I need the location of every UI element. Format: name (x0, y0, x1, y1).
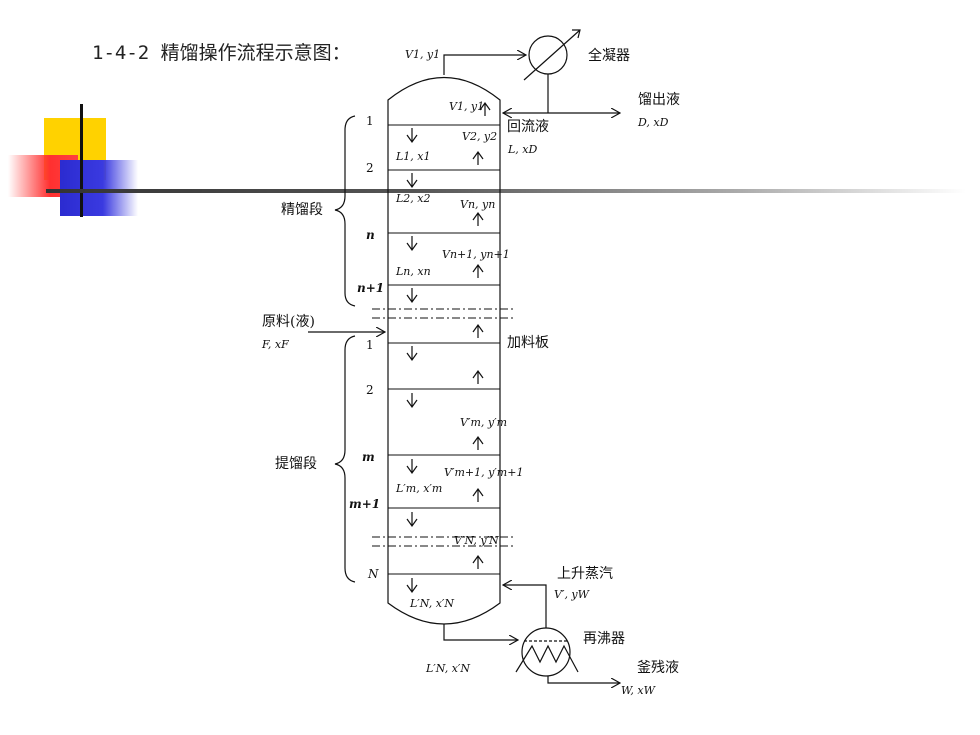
stream-label: V′m, y′m (460, 416, 507, 429)
reboiler-symbol (515, 627, 579, 677)
condenser-label: 全凝器 (588, 47, 630, 64)
plate-number: 2 (366, 161, 374, 175)
vapor-up-arrows (472, 101, 491, 569)
boilup-symbol: V′, yW (554, 588, 591, 601)
plate-number: N (367, 567, 379, 581)
bottoms-line (443, 624, 518, 640)
stream-label: V2, y2 (462, 130, 497, 143)
column-plates (388, 124, 500, 575)
stream-label: L2, x2 (395, 192, 431, 205)
stream-top-vapor: V1, y1 (405, 48, 440, 61)
stream-label: V′m+1, y′m+1 (444, 466, 523, 479)
column-break-lines (372, 308, 516, 547)
bottoms-symbol: W, xW (621, 684, 657, 697)
boilup-label: 上升蒸汽 (557, 566, 613, 582)
plate-number: n+1 (357, 281, 384, 295)
stream-label: Vn+1, yn+1 (442, 248, 510, 261)
stream-label: V′N, y′N (454, 534, 499, 547)
plate-number: 2 (366, 383, 374, 397)
stream-label: Vn, yn (460, 198, 495, 211)
column-shell (387, 76, 501, 625)
stripping-section-label: 提馏段 (275, 456, 317, 472)
stream-label: L′N, x′N (425, 662, 470, 675)
stream-label: L′m, x′m (395, 482, 442, 495)
condenser-symbol (523, 29, 581, 81)
plate-number: m (362, 450, 375, 464)
stream-label: Ln, xn (395, 265, 431, 278)
deco-vertical-bar (80, 104, 83, 217)
reflux-symbol: L, xD (507, 143, 538, 156)
reflux-label: 回流液 (507, 119, 549, 135)
reboiler-label: 再沸器 (583, 631, 625, 647)
condensate-line (503, 74, 620, 113)
bottoms-label: 釜残液 (637, 660, 679, 676)
liquid-down-arrows (406, 128, 418, 594)
rectifying-section-label: 精馏段 (281, 202, 323, 218)
plate-number: 1 (366, 114, 374, 128)
feed-symbol: F, xF (261, 338, 289, 351)
stream-label: L′N, x′N (409, 597, 454, 610)
plate-number: n (366, 228, 375, 242)
plate-number: 1 (366, 338, 374, 352)
overhead-vapor-line (443, 55, 526, 75)
feed-label: 原料(液) (262, 314, 315, 330)
deco-horizontal-rule (46, 189, 966, 193)
distillate-label: 馏出液 (638, 92, 680, 108)
stream-label: L1, x1 (395, 150, 431, 163)
stream-label: V1, y1 (449, 100, 484, 113)
residue-line (547, 676, 620, 683)
boilup-line (503, 585, 547, 628)
distillate-symbol: D, xD (637, 116, 669, 129)
slide-title: 1-4-2 精馏操作流程示意图： (92, 42, 351, 64)
feed-plate-label: 加料板 (507, 335, 549, 351)
plate-number: m+1 (349, 497, 380, 511)
section-braces (334, 115, 356, 583)
deco-blue-square (60, 160, 138, 216)
